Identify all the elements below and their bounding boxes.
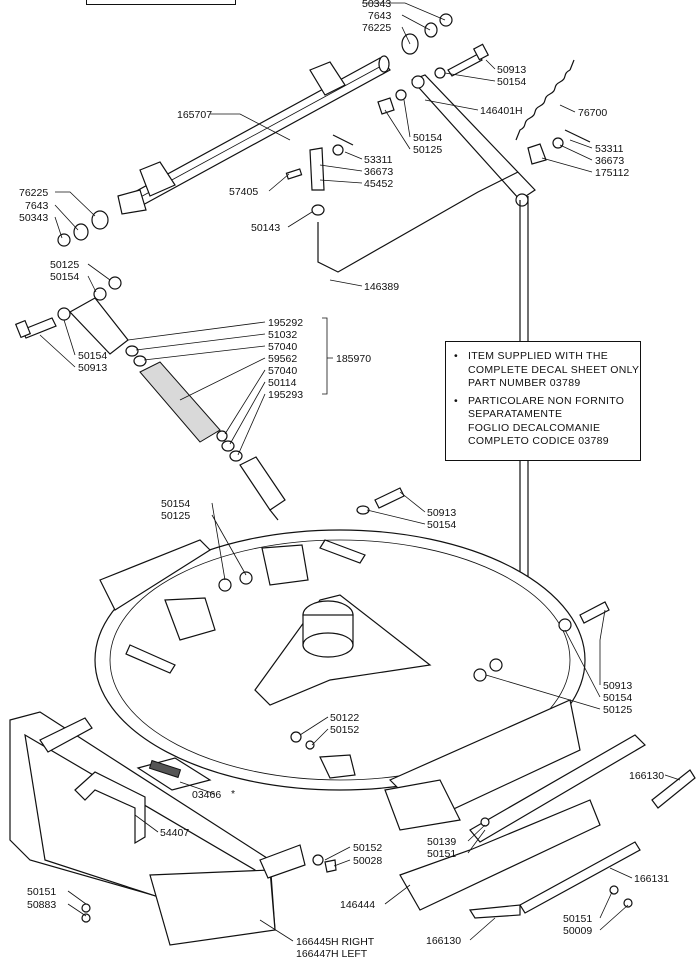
label-50125-c: 50125 [50,259,79,271]
mower-deck [94,529,586,821]
label-36673-b: 36673 [595,155,624,167]
label-53311-a: 53311 [364,154,393,166]
label-50143: 50143 [251,222,280,234]
pin-clip-group [285,129,591,273]
label-146389: 146389 [364,281,399,293]
label-50913-d: 50913 [78,362,107,374]
decal-03466 [136,757,212,791]
label-50154-g: 50154 [603,692,632,704]
label-76700: 76700 [578,107,607,119]
arm-146401h [377,74,536,207]
label-50009: 50009 [563,925,592,937]
label-50883: 50883 [27,899,56,911]
decal-note-box: ITEM SUPPLIED WITH THE COMPLETE DECAL SH… [445,341,641,461]
label-50154-e: 50154 [161,498,190,510]
label-50125-g: 50125 [603,704,632,716]
label-50151-b: 50151 [27,886,56,898]
label-50913-f: 50913 [427,507,456,519]
label-165707: 165707 [177,109,212,121]
hardware-misc [81,487,633,923]
label-50154-a: 50154 [497,76,526,88]
label-03466: 03466 [192,789,221,801]
label-50114: 50114 [268,377,297,389]
label-50125-b: 50125 [413,144,442,156]
note-line: FOGLIO DECALCOMANIE [468,421,601,434]
label-50154-f: 50154 [427,519,456,531]
label-175112: 175112 [595,167,629,179]
note-line: SEPARATAMENTE [468,408,563,420]
note-line: PART NUMBER 03789 [468,377,581,389]
label-50152-b: 50152 [353,842,382,854]
washer-stack-top [401,13,453,55]
leader-lines [39,2,681,942]
label-76225-l: 76225 [19,187,48,199]
part-labels: 50343 7643 76225 50913 50154 165707 1464… [19,0,669,960]
note-line: PARTICOLARE NON FORNITO [468,394,625,407]
label-50154-c: 50154 [50,271,79,283]
label-57405: 57405 [229,186,258,198]
spring-76700 [515,59,575,141]
label-50913-g: 50913 [603,680,632,692]
label-50028: 50028 [353,855,382,867]
label-50151-a: 50151 [427,848,456,860]
label-166445h-right: 166445H RIGHT [296,936,375,948]
label-50139: 50139 [427,836,456,848]
label-185970: 185970 [336,353,371,365]
label-50913-a: 50913 [497,64,526,76]
label-54407: 54407 [160,827,189,839]
handle-54407 [74,771,146,845]
note-line: ITEM SUPPLIED WITH THE [468,350,609,362]
label-51032: 51032 [268,329,297,341]
note-item-italian: PARTICOLARE NON FORNITO SEPARATAMENTE FO… [454,395,634,449]
label-76225-top: 76225 [362,22,391,34]
decal-marker: * [231,788,235,800]
label-57040-a: 57040 [268,341,297,353]
label-53311-b: 53311 [595,143,624,155]
label-146401h: 146401H [480,105,523,117]
side-bars [384,734,696,919]
label-50151-c: 50151 [563,913,592,925]
label-195293: 195293 [268,389,303,401]
label-50125-e: 50125 [161,510,190,522]
label-50343-top: 50343 [362,0,391,10]
label-7643-top: 7643 [368,10,392,22]
turnbuckle-assembly [14,276,286,521]
shaft-165707 [117,55,391,215]
label-50154-d: 50154 [78,350,107,362]
label-166447h-left: 166447H LEFT [296,948,368,960]
label-166131: 166131 [634,873,669,885]
label-166130-a: 166130 [629,770,664,782]
label-166130-b: 166130 [426,935,461,947]
label-59562: 59562 [268,353,297,365]
note-line: COMPLETO CODICE 03789 [468,435,609,447]
label-50152-a: 50152 [330,724,359,736]
note-line: COMPLETE DECAL SHEET ONLY [468,363,640,376]
washer-stack-left [57,210,109,247]
header-frame-edge [86,0,236,5]
label-36673-a: 36673 [364,166,393,178]
label-50122: 50122 [330,712,359,724]
label-50343-l: 50343 [19,212,48,224]
label-146444: 146444 [340,899,375,911]
label-57040-b: 57040 [268,365,297,377]
label-45452: 45452 [364,178,393,190]
bolt-50913-upper [434,43,490,79]
label-50154-b: 50154 [413,132,442,144]
note-item-english: ITEM SUPPLIED WITH THE COMPLETE DECAL SH… [454,350,640,391]
label-195292: 195292 [268,317,303,329]
label-7643-l: 7643 [25,200,49,212]
